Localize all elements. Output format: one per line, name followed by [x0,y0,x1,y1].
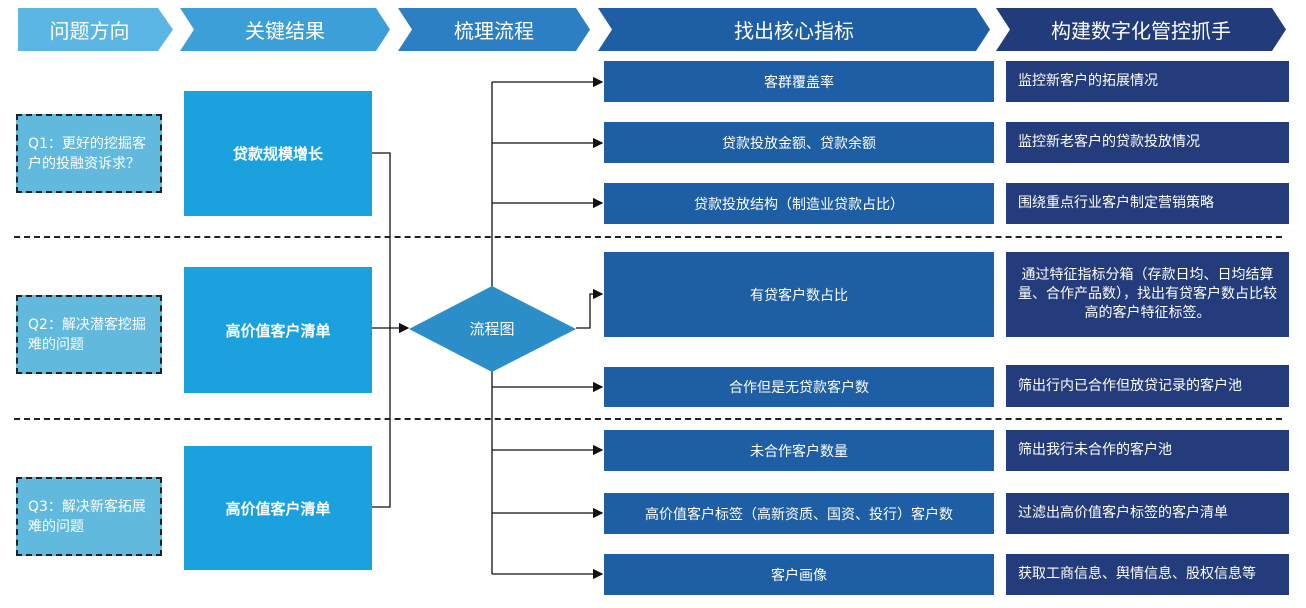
metric-6: 未合作客户数量 [604,430,994,471]
result-2: 高价值客户清单 [184,267,372,393]
header-process: 梳理流程 [398,8,590,51]
separator-2 [14,418,1282,420]
action-1: 监控新客户的拓展情况 [1006,61,1289,102]
metric-5: 合作但是无贷款客户数 [604,367,994,407]
header-core-metrics: 找出核心指标 [598,8,990,51]
action-3: 围绕重点行业客户制定营销策略 [1006,183,1289,224]
action-8: 获取工商信息、舆情信息、股权信息等 [1006,554,1289,595]
question-1: Q1：更好的挖掘客户的投融资诉求？ [16,114,162,193]
metric-7: 高价值客户标签（高新资质、国资、投行）客户数 [604,493,994,534]
process-diamond [409,286,576,372]
action-5: 筛出行内已合作但放贷记录的客户池 [1006,365,1289,407]
metric-2: 贷款投放金额、贷款余额 [604,122,994,163]
metric-4: 有贷客户数占比 [604,252,994,337]
question-2: Q2：解决潜客挖掘难的问题 [16,295,162,374]
metric-1: 客群覆盖率 [604,61,994,102]
header-key-results: 关键结果 [180,8,390,51]
action-6: 筛出我行未合作的客户池 [1006,430,1289,471]
metric-8: 客户画像 [604,554,994,595]
action-2: 监控新老客户的贷款投放情况 [1006,122,1289,163]
separator-1 [14,236,1282,238]
result-3: 高价值客户清单 [184,446,372,570]
process-diamond-label: 流程图 [469,320,515,338]
metric-3: 贷款投放结构（制造业贷款占比） [604,183,994,224]
question-3: Q3：解决新客拓展难的问题 [16,477,162,556]
header-problem-direction: 问题方向 [18,8,173,51]
action-7: 过滤出高价值客户标签的客户清单 [1006,493,1289,534]
action-4: 通过特征指标分箱（存款日均、日均结算量、合作产品数），找出有贷客户数占比较高的客… [1006,252,1289,337]
result-1: 贷款规模增长 [184,91,372,216]
header-digital-control: 构建数字化管控抓手 [996,8,1286,51]
